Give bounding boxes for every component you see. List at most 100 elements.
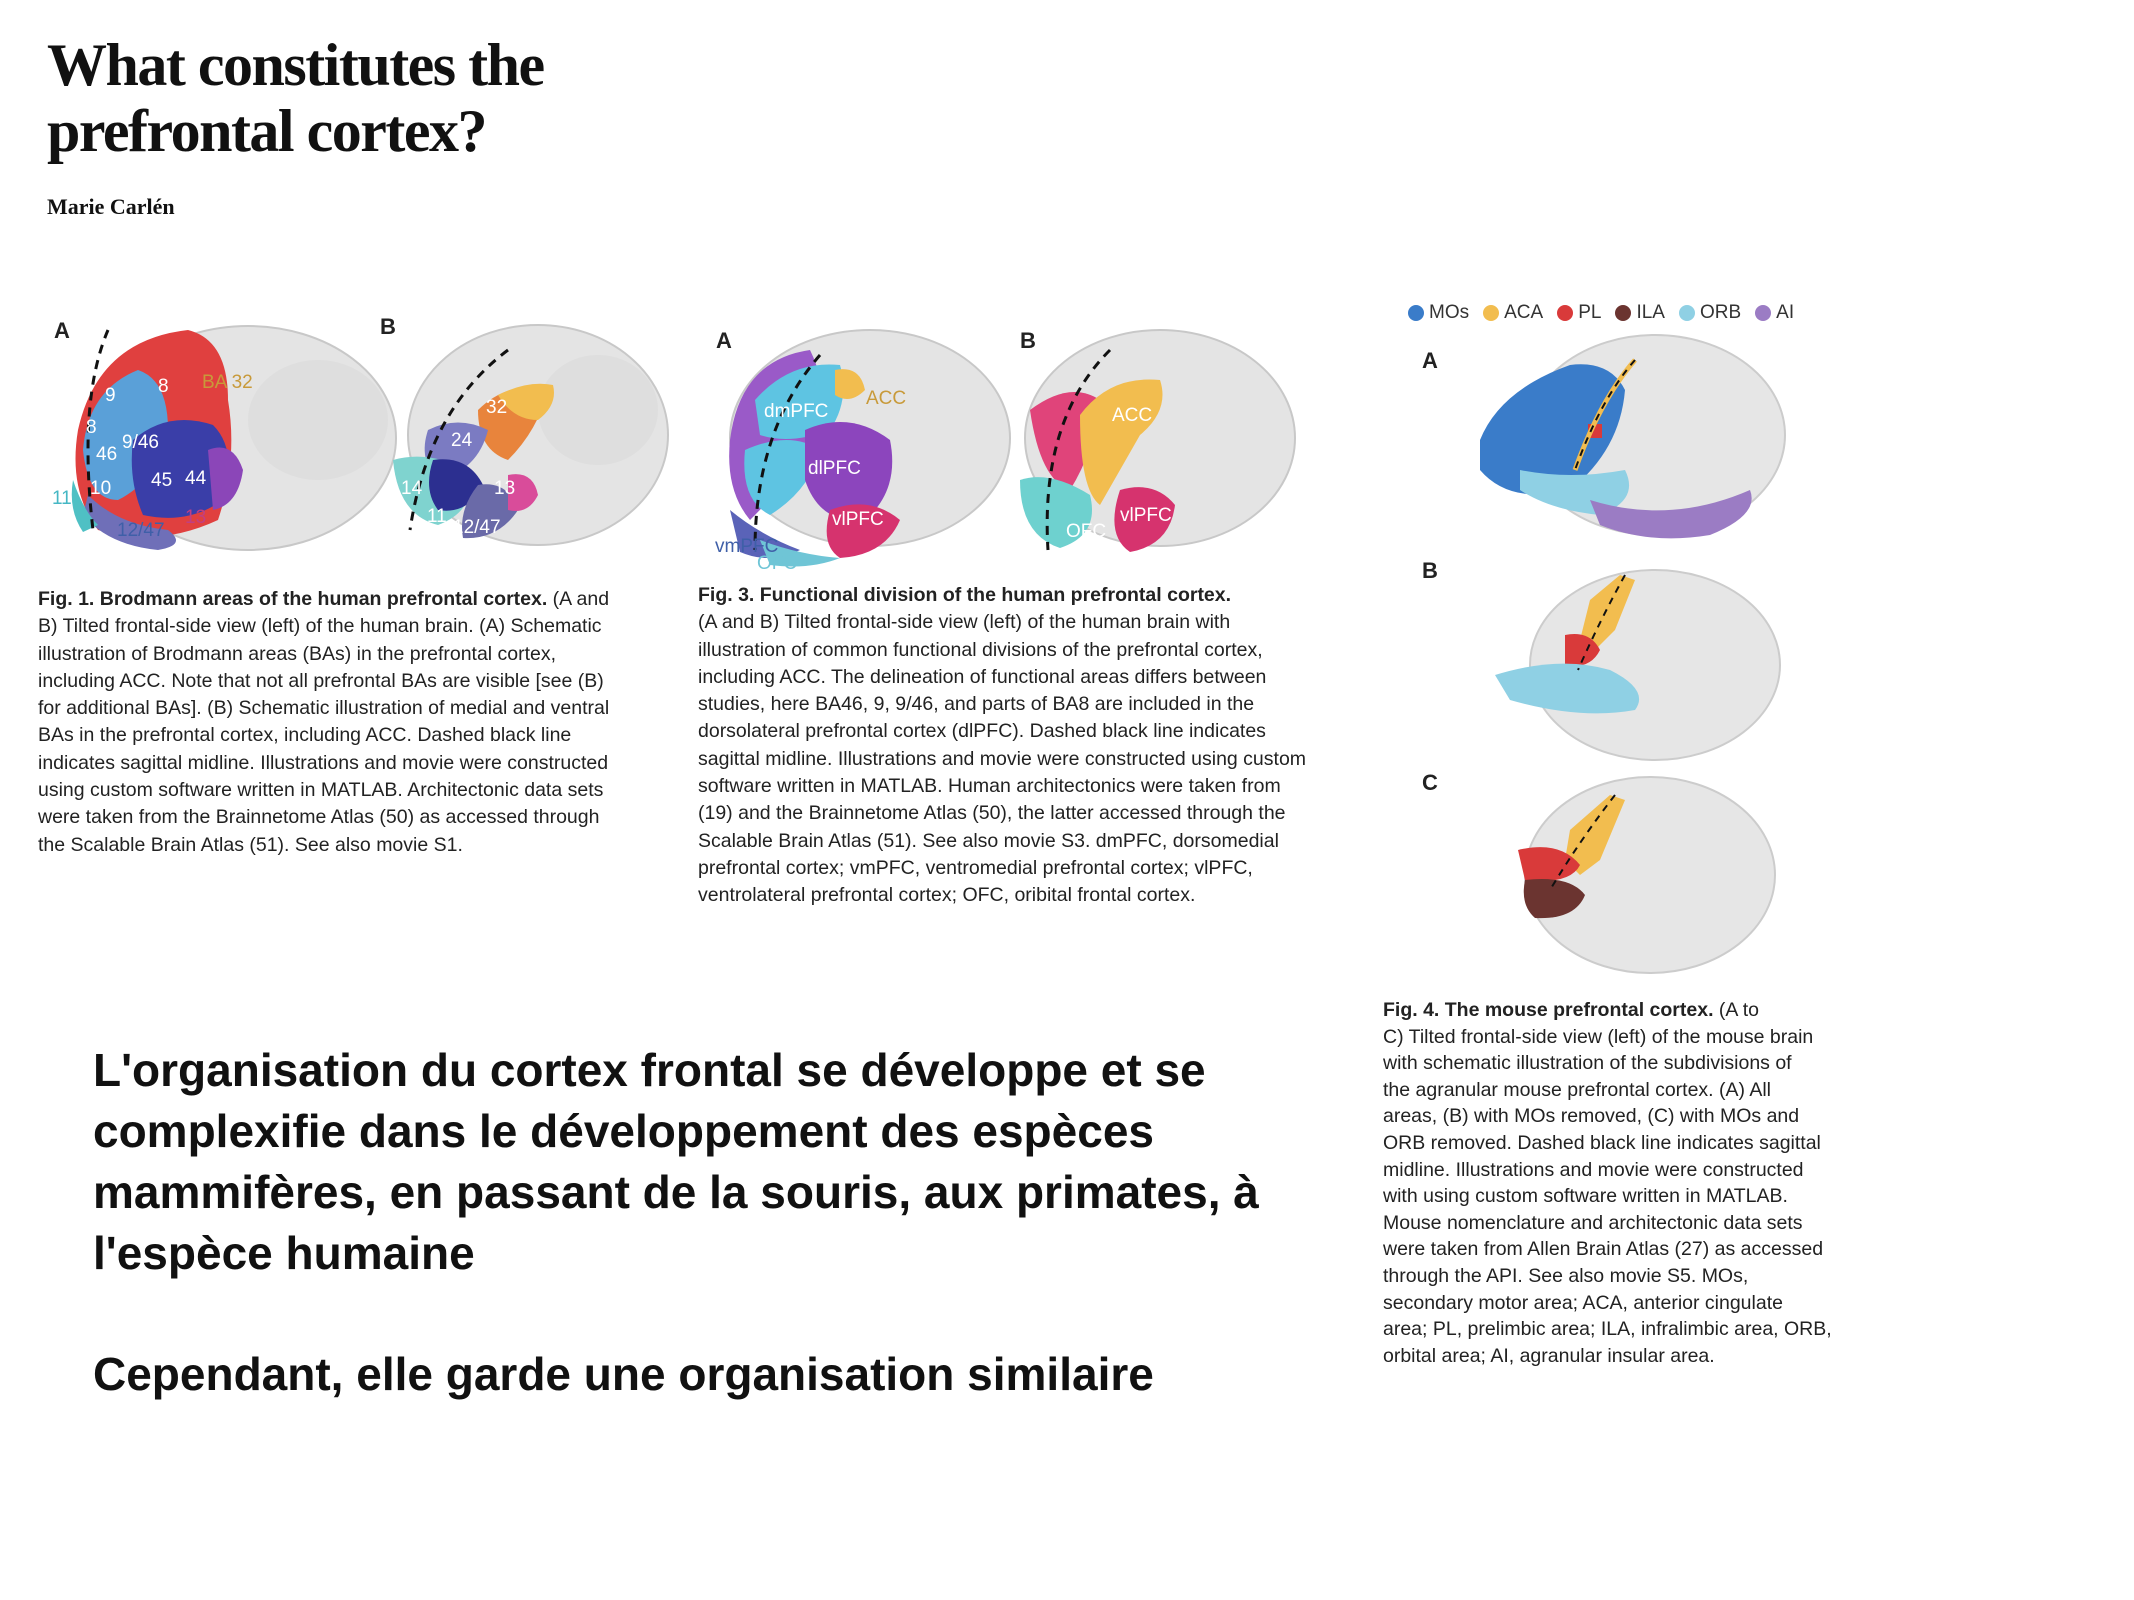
article-title: What constitutes the prefrontal cortex?: [47, 32, 545, 164]
fig1-brain-a: [71, 325, 397, 551]
fig3-caption-line-8: Scalable Brain Atlas (51). See also movi…: [698, 829, 1279, 852]
fig3-caption-line-5: sagittal midline. Illustrations and movi…: [698, 747, 1307, 770]
fig4-panel-b-label: B: [1422, 558, 1438, 583]
fig3-label-b-0: ACC: [1112, 405, 1152, 426]
legend-item-orb: ORB: [1678, 302, 1742, 324]
fig4-caption-line-13: orbital area; AI, agranular insular area…: [1383, 1344, 1715, 1367]
fig3-caption-line-10: ventrolateral prefrontal cortex; OFC, or…: [698, 884, 1196, 907]
fig4-panel-a-label: A: [1422, 348, 1438, 373]
legend-dot: [1678, 305, 1695, 321]
fig4-panel-c-label: C: [1422, 770, 1438, 795]
fig3-panel-b-label: B: [1020, 328, 1036, 353]
fig4-caption-line-0: (A to: [1713, 999, 1760, 1021]
fig1-label-b-3: 13: [494, 478, 515, 499]
fig4-caption-line-9: were taken from Allen Brain Atlas (27) a…: [1383, 1238, 1824, 1261]
legend-dot: [1483, 305, 1500, 321]
fig1-label-b-5: 12/47: [453, 517, 501, 538]
fig4-mouse-brain-c: [1518, 776, 1776, 974]
legend-item-mos: MOs: [1408, 302, 1469, 324]
legend-label: PL: [1578, 302, 1602, 323]
fig3-caption: Fig. 3. Functional division of the human…: [698, 582, 1338, 910]
legend-item-ila: ILA: [1615, 302, 1665, 324]
fig1-label-a-0: 8: [158, 376, 169, 397]
fig1-panel-a-label: A: [54, 318, 70, 343]
fig1-label-a-3: 8: [86, 417, 97, 438]
fig3-label-b-1: vlPFC: [1120, 505, 1172, 526]
fig3-panel-a-label: A: [716, 328, 732, 353]
figure-3: A B dmPFC ACC dlPFC vlPFC vmPFC OFC: [700, 320, 1320, 580]
fig1-caption-line-5: BAs in the prefrontal cortex, including …: [38, 724, 572, 747]
fig1-caption: Fig. 1. Brodmann areas of the human pref…: [38, 586, 688, 859]
legend-label: ILA: [1636, 302, 1665, 323]
fig1-label-a-2: 9: [105, 385, 116, 406]
fig1-caption-line-0: (A and: [547, 588, 610, 610]
slide-paragraph-2: Cependant, elle garde une organisation s…: [93, 1348, 1154, 1400]
fig3-brain-a: [729, 329, 1011, 567]
fig1-label-a-7: 45: [151, 470, 172, 491]
fig3-caption-line-3: studies, here BA46, 9, 9/46, and parts o…: [698, 693, 1255, 716]
legend-item-aca: ACA: [1483, 302, 1543, 324]
fig4-caption-line-5: ORB removed. Dashed black line indicates…: [1383, 1131, 1821, 1154]
article-author: Marie Carlén: [47, 194, 175, 219]
fig4-caption-line-10: through the API. See also movie S5. MOs,: [1383, 1264, 1749, 1287]
fig4-caption-line-7: with using custom software written in MA…: [1383, 1185, 1788, 1208]
fig1-label-b-2: 14: [401, 478, 423, 499]
fig4-caption-line-3: the agranular mouse prefrontal cortex. (…: [1383, 1078, 1772, 1101]
fig3-caption-line-9: prefrontal cortex; vmPFC, ventromedial p…: [698, 856, 1253, 879]
fig4-legend: MOs ACA PL ILA ORB AI: [1408, 302, 1794, 324]
fig1-caption-line-9: the Scalable Brain Atlas (51). See also …: [38, 833, 463, 856]
fig4-caption-title: Fig. 4. The mouse prefrontal cortex.: [1383, 999, 1714, 1021]
fig1-brain-illustrations: 8 BA 32 9 8 9/46 46 10 45 44 11 12/47 13…: [52, 324, 669, 551]
fig3-brain-illustrations: dmPFC ACC dlPFC vlPFC vmPFC OFC ACC vlPF…: [715, 329, 1296, 574]
fig3-caption-line-0: (A and B) Tilted frontal-side view (left…: [698, 611, 1231, 634]
fig3-label-a-0: dmPFC: [764, 401, 828, 422]
legend-dot: [1755, 305, 1772, 321]
fig3-caption-line-2: including ACC. The delineation of functi…: [698, 665, 1267, 688]
fig1-caption-line-3: including ACC. Note that not all prefron…: [38, 669, 604, 692]
legend-dot: [1615, 305, 1632, 321]
fig1-caption-line-8: were taken from the Brainnetome Atlas (5…: [38, 806, 600, 829]
fig4-mouse-brain-a: [1480, 334, 1786, 539]
fig3-brain-b: [1020, 329, 1296, 552]
fig1-label-a-1: BA 32: [202, 372, 253, 393]
fig3-label-a-5: OFC: [757, 553, 797, 574]
fig3-label-a-3: vlPFC: [832, 509, 884, 530]
legend-dot: [1408, 305, 1424, 321]
fig4-caption-line-12: area; PL, prelimbic area; ILA, infralimb…: [1383, 1318, 1832, 1341]
fig4-caption-line-4: areas, (B) with MOs removed, (C) with MO…: [1383, 1105, 1800, 1128]
legend-item-ai: AI: [1755, 302, 1794, 324]
legend-dot: [1557, 305, 1574, 321]
fig1-label-b-1: 24: [451, 430, 473, 451]
fig4-caption-line-11: secondary motor area; ACA, anterior cing…: [1383, 1291, 1783, 1314]
fig4-caption-line-2: with schematic illustration of the subdi…: [1383, 1052, 1792, 1075]
fig3-label-b-2: OFC: [1066, 521, 1106, 542]
legend-item-pl: PL: [1557, 302, 1601, 324]
fig1-label-a-8: 44: [185, 468, 207, 489]
fig4-caption-line-1: C) Tilted frontal-side view (left) of th…: [1383, 1025, 1814, 1048]
fig3-label-a-4: vmPFC: [715, 536, 778, 557]
fig1-label-a-10: 12/47: [117, 520, 165, 541]
legend-label: MOs: [1429, 302, 1470, 323]
slide-paragraph-1: L'organisation du cortex frontal se déve…: [93, 1044, 1259, 1279]
fig1-label-b-0: 32: [486, 397, 507, 418]
legend-label: AI: [1776, 302, 1795, 323]
legend-label: ORB: [1699, 302, 1742, 323]
legend-label: ACA: [1504, 302, 1544, 323]
fig4-mouse-brain-b: [1495, 569, 1781, 761]
fig3-caption-line-6: software written in MATLAB. Human archit…: [698, 775, 1281, 798]
fig3-label-a-2: dlPFC: [808, 458, 861, 479]
fig3-caption-line-1: illustration of common functional divisi…: [698, 638, 1263, 661]
fig1-label-a-9: 11: [52, 488, 72, 509]
figure-1: A B 8 BA 32 9 8 9/46 46 10 45 44 11 12/4…: [38, 300, 678, 570]
fig4-caption-line-6: midline. Illustrations and movie were co…: [1383, 1158, 1804, 1181]
fig1-caption-line-7: using custom software written in MATLAB.…: [38, 779, 604, 802]
fig1-caption-line-1: B) Tilted frontal-side view (left) of th…: [38, 615, 602, 638]
fig3-label-a-1: ACC: [866, 388, 906, 409]
fig4-mouse-brains: [1480, 334, 1786, 974]
slide-body-text: L'organisation du cortex frontal se déve…: [93, 1040, 1293, 1405]
fig1-caption-line-6: indicates sagittal midline. Illustration…: [38, 751, 609, 774]
fig1-label-b-4: 11: [427, 506, 447, 527]
fig3-caption-title: Fig. 3. Functional division of the human…: [698, 584, 1232, 606]
fig1-caption-title: Fig. 1. Brodmann areas of the human pref…: [38, 588, 548, 610]
fig1-caption-line-4: for additional BAs]. (B) Schematic illus…: [38, 697, 610, 720]
